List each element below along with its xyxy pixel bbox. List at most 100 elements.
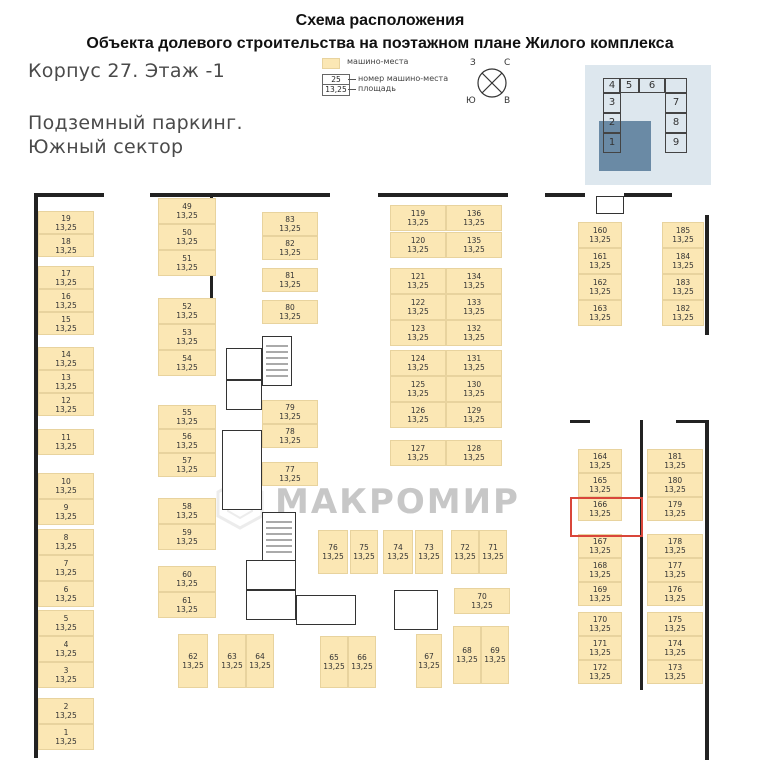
parking-space-area: 13,25	[471, 601, 493, 610]
parking-space-number: 62	[188, 652, 198, 661]
outer-wall-left	[34, 193, 38, 758]
